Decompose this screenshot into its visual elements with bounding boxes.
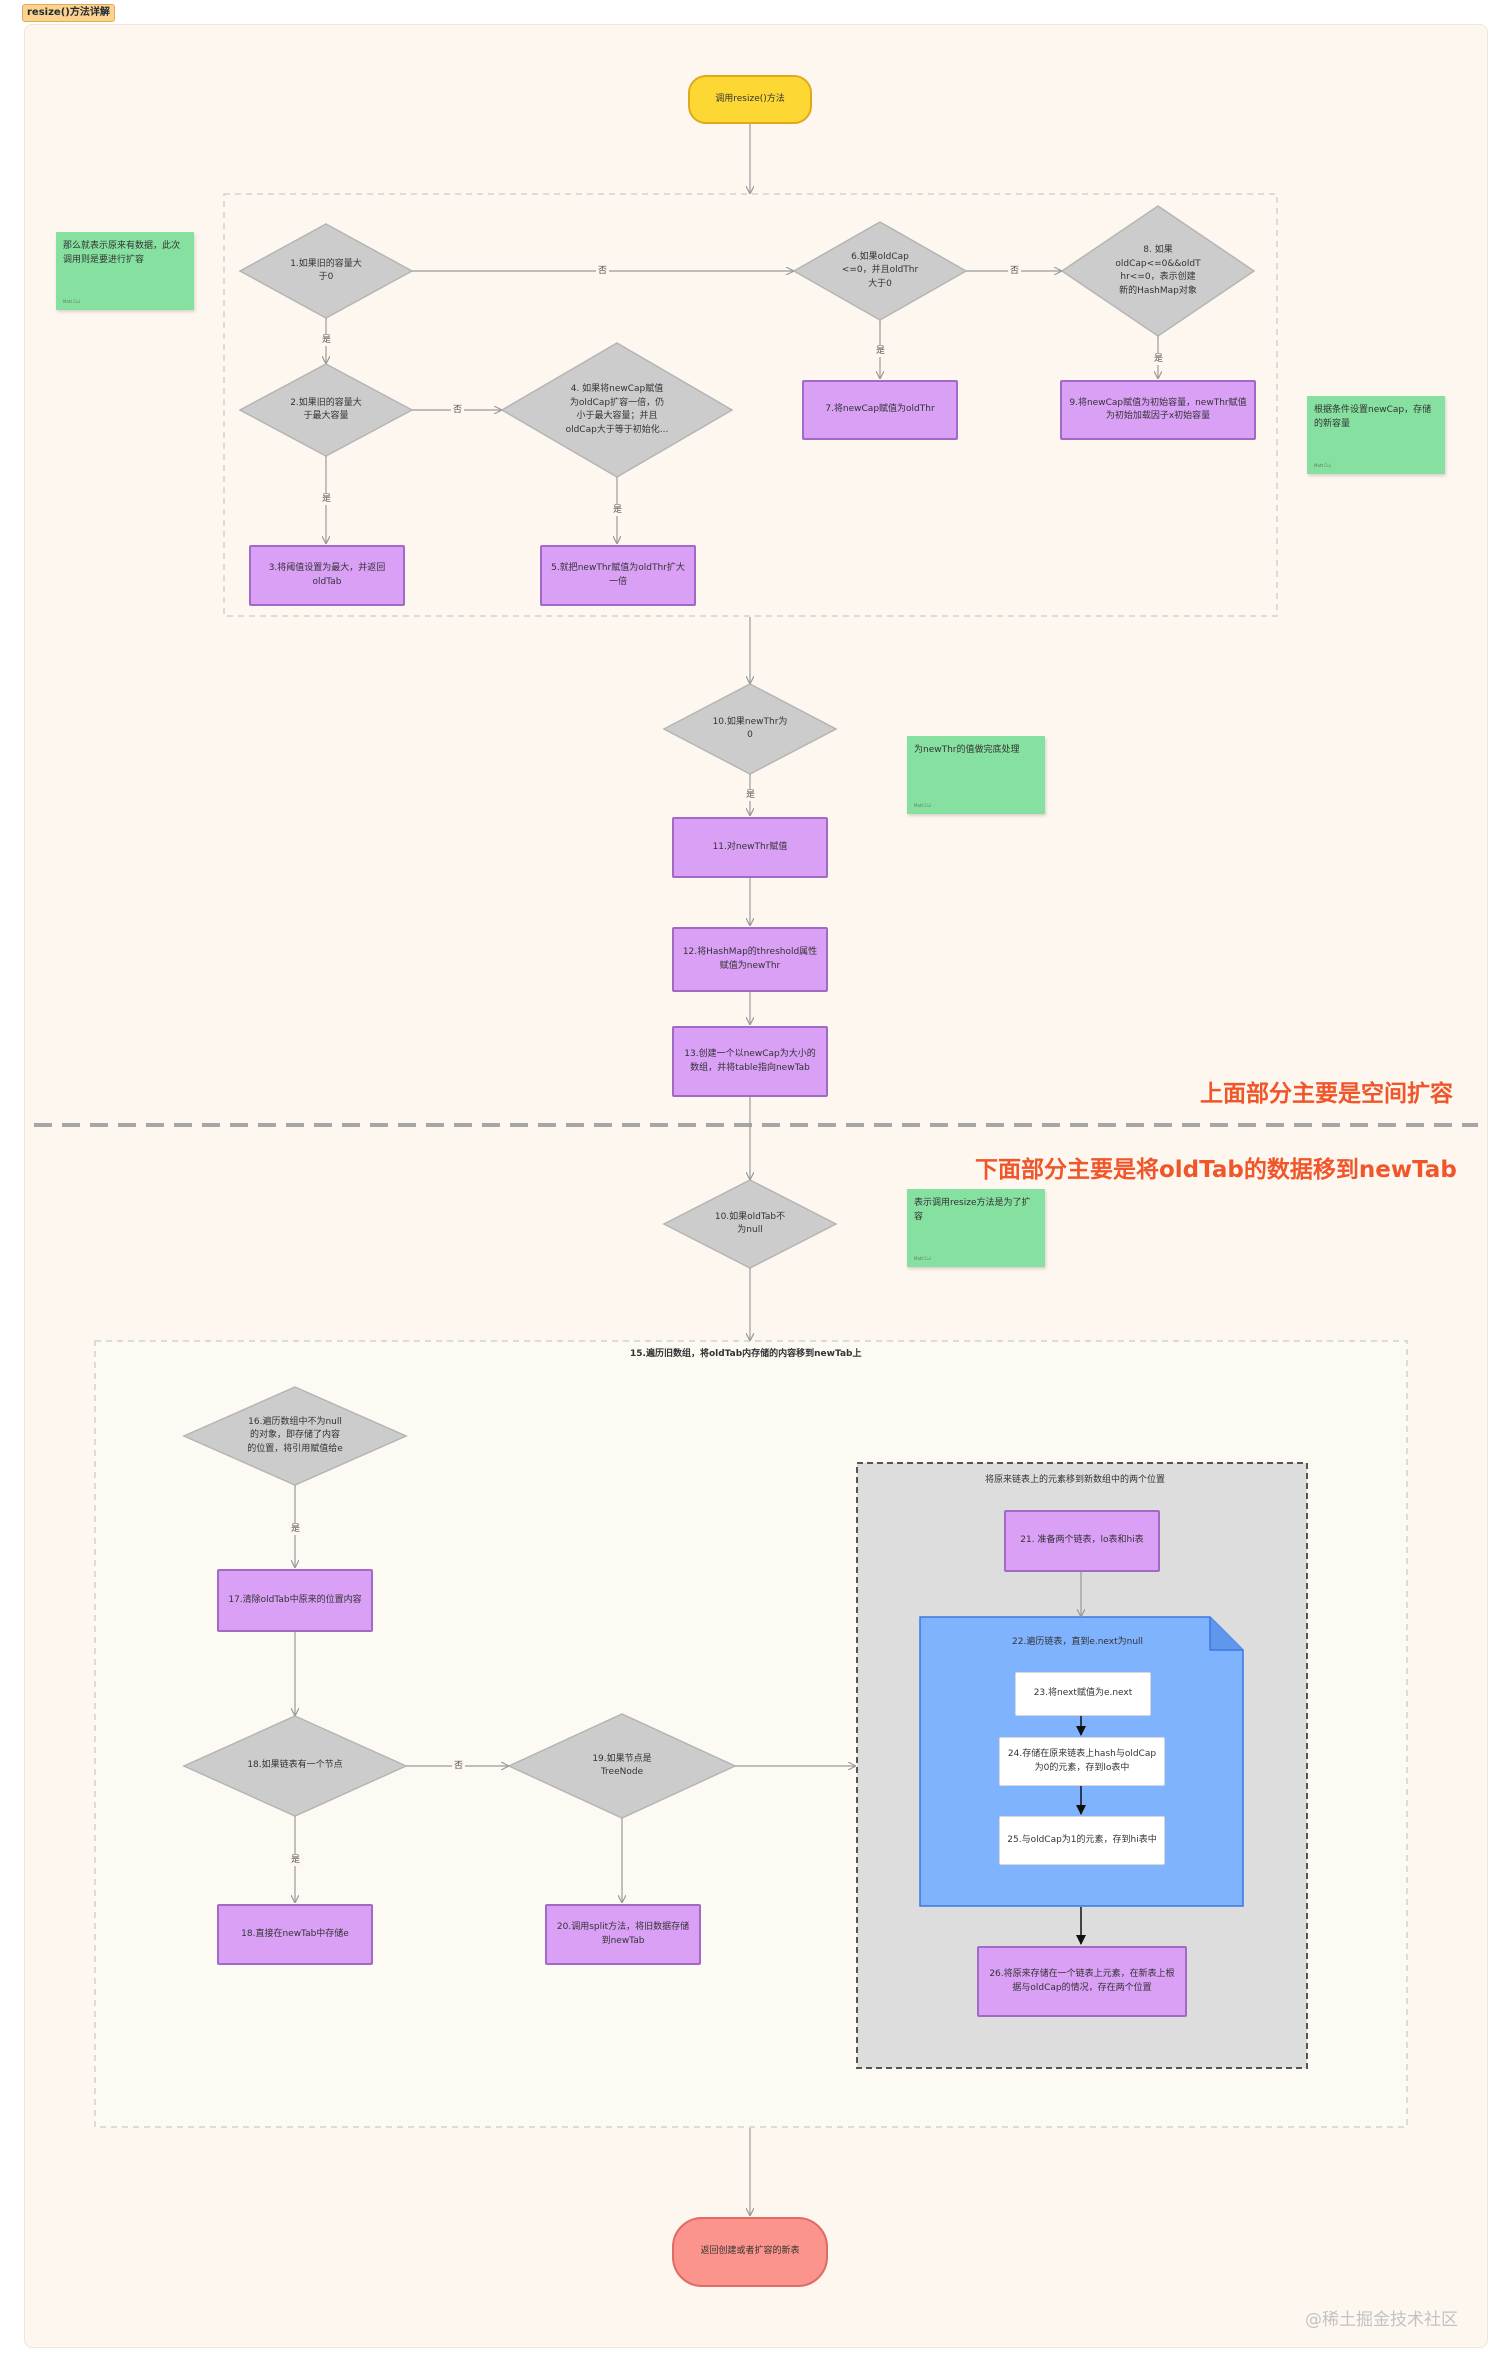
sticky-note-4[interactable]: 表示调用resize方法是为了扩容 Matt Cui: [907, 1189, 1045, 1267]
sticky-note-3[interactable]: 为newThr的值做完底处理 Matt Cui: [907, 736, 1045, 814]
edge-label-d1-no: 否: [596, 265, 610, 277]
decision-10b-text: 10.如果oldTab不为null: [714, 1211, 786, 1236]
process-21[interactable]: 21. 准备两个链表，lo表和hi表: [1004, 1510, 1160, 1572]
decision-1-text: 1.如果旧的容量大于0: [290, 258, 362, 283]
process-17[interactable]: 17.清除oldTab中原来的位置内容: [217, 1569, 373, 1632]
edge-label-d1-yes: 是: [320, 334, 334, 346]
edge-label-d8-yes: 是: [1152, 353, 1166, 365]
edge-label-d2-yes: 是: [320, 493, 334, 505]
lower-section-heading: 下面部分主要是将oldTab的数据移到newTab: [975, 1157, 1457, 1183]
process-13[interactable]: 13.创建一个以newCap为大小的数组，并将table指向newTab: [672, 1026, 828, 1097]
diagram-title-tag[interactable]: resize()方法详解: [22, 4, 115, 22]
sticky-note-2-text: 根据条件设置newCap，存储的新容量: [1314, 405, 1432, 429]
sticky-note-1-text: 那么就表示原来有数据，此次调用则是要进行扩容: [63, 241, 181, 265]
process-7[interactable]: 7.将newCap赋值为oldThr: [802, 380, 958, 440]
sticky-note-signature: Matt Cui: [1314, 463, 1331, 468]
folded-corner-icon: [1209, 1617, 1243, 1651]
end-node[interactable]: 返回创建或者扩容的新表: [672, 2217, 828, 2287]
process-11[interactable]: 11.对newThr赋值: [672, 817, 828, 878]
upper-dashed-container: [223, 193, 1278, 617]
edge-label-d18-no: 否: [452, 1760, 466, 1772]
blue-container-title: 22.遍历链表，直到e.next为null: [1012, 1637, 1144, 1647]
sticky-note-signature: Matt Cui: [63, 299, 80, 304]
sticky-note-2[interactable]: 根据条件设置newCap，存储的新容量 Matt Cui: [1307, 396, 1445, 474]
edge-label-d6-yes: 是: [874, 345, 888, 357]
process-23[interactable]: 23.将next赋值为e.next: [1015, 1672, 1151, 1716]
process-3[interactable]: 3.将阈值设置为最大，并返回oldTab: [249, 545, 405, 606]
edge-label-d16-yes: 是: [289, 1523, 303, 1535]
edge-label-d2-no: 否: [451, 404, 465, 416]
watermark: @稀土掘金技术社区: [1305, 2310, 1458, 2330]
edge-label-d6-no: 否: [1008, 265, 1022, 277]
edge-label-d4-yes: 是: [611, 504, 625, 516]
decision-18-text: 18.如果链表有一个节点: [247, 1760, 343, 1771]
edge-label-d10a-yes: 是: [744, 789, 758, 801]
edge-label-d18-yes: 是: [289, 1854, 303, 1866]
sticky-note-4-text: 表示调用resize方法是为了扩容: [914, 1198, 1031, 1222]
relocation-container-title: 将原来链表上的元素移到新数组中的两个位置: [985, 1475, 1166, 1485]
process-12[interactable]: 12.将HashMap的threshold属性赋值为newThr: [672, 927, 828, 992]
process-25[interactable]: 25.与oldCap为1的元素，存到hi表中: [999, 1816, 1165, 1865]
loop-container-title: 15.遍历旧数组，将oldTab内存储的内容移到newTab上: [630, 1349, 862, 1359]
process-5[interactable]: 5.就把newThr赋值为oldThr扩大一倍: [540, 545, 696, 606]
decision-2-text: 2.如果旧的容量大于最大容量: [290, 397, 362, 422]
process-26[interactable]: 26.将原来存储在一个链表上元素，在新表上根据与oldCap的情况，存在两个位置: [977, 1946, 1187, 2017]
process-24[interactable]: 24.存储在原来链表上hash与oldCap为0的元素，存到lo表中: [999, 1737, 1165, 1786]
sticky-note-signature: Matt Cui: [914, 803, 931, 808]
sticky-note-signature: Matt Cui: [914, 1256, 931, 1261]
start-node[interactable]: 调用resize()方法: [688, 75, 812, 124]
process-9[interactable]: 9.将newCap赋值为初始容量，newThr赋值为初始加载因子x初始容量: [1060, 380, 1256, 440]
process-18[interactable]: 18.直接在newTab中存储e: [217, 1904, 373, 1965]
sticky-note-3-text: 为newThr的值做完底处理: [914, 745, 1020, 755]
process-20[interactable]: 20.调用split方法，将旧数据存储到newTab: [545, 1904, 701, 1965]
sticky-note-1[interactable]: 那么就表示原来有数据，此次调用则是要进行扩容 Matt Cui: [56, 232, 194, 310]
upper-section-heading: 上面部分主要是空间扩容: [1200, 1081, 1453, 1107]
